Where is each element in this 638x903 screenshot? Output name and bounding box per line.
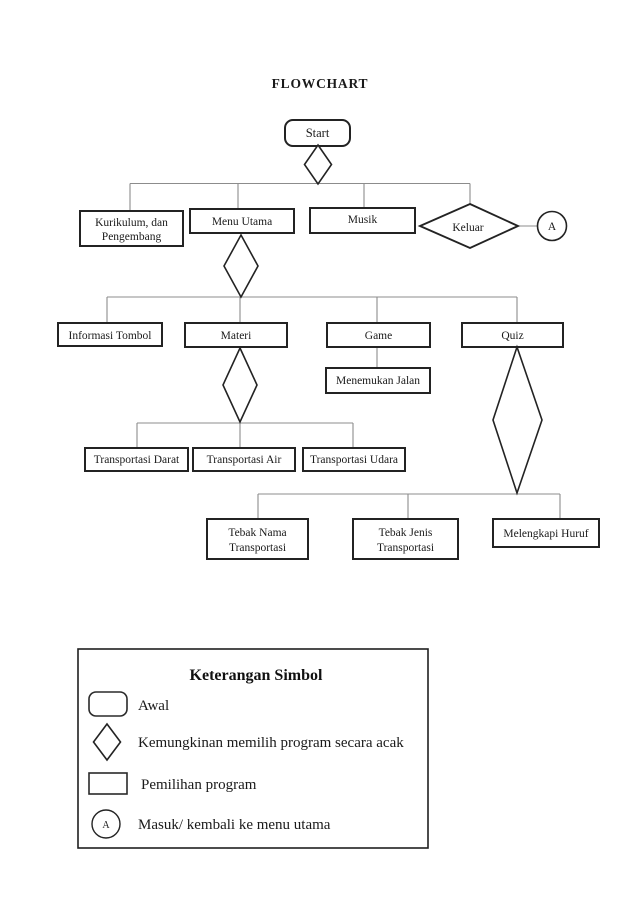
legend-item-diamond-label: Kemungkinan memilih program secara acak: [138, 735, 404, 751]
node-tebak-jenis-label-line1: Tebak Jenis: [379, 527, 433, 539]
node-game: Game: [326, 322, 431, 348]
node-menu-utama-label: Menu Utama: [212, 216, 272, 228]
node-menu-utama: Menu Utama: [189, 208, 295, 234]
node-melengkapi-huruf: Melengkapi Huruf: [492, 518, 600, 548]
node-tebak-nama: Tebak Nama Transportasi: [206, 518, 309, 560]
legend-title: Keterangan Simbol: [190, 667, 323, 684]
node-transportasi-air: Transportasi Air: [192, 447, 296, 472]
legend-item-rectangle-label: Pemilihan program: [141, 777, 257, 793]
node-menemukan-jalan: Menemukan Jalan: [325, 367, 431, 394]
node-informasi-tombol: Informasi Tombol: [57, 322, 163, 347]
node-menemukan-jalan-label: Menemukan Jalan: [336, 375, 420, 387]
node-musik: Musik: [309, 207, 416, 234]
node-game-label: Game: [365, 330, 392, 342]
legend-item-awal-label: Awal: [138, 698, 169, 714]
start-decision-diamond: [303, 143, 333, 186]
menu-utama-decision-diamond: [223, 233, 259, 299]
node-connector-a-label: A: [548, 221, 557, 233]
node-kurikulum: Kurikulum, dan Pengembang: [79, 210, 184, 247]
node-transportasi-darat-label: Transportasi Darat: [94, 454, 180, 466]
node-tebak-jenis: Tebak Jenis Transportasi: [352, 518, 459, 560]
node-transportasi-air-label: Transportasi Air: [207, 454, 282, 466]
node-connector-a: A: [536, 210, 568, 242]
legend-terminator-symbol: [88, 691, 128, 717]
quiz-decision-diamond: [492, 344, 543, 496]
node-keluar-label: Keluar: [452, 222, 483, 234]
node-transportasi-darat: Transportasi Darat: [84, 447, 189, 472]
node-melengkapi-huruf-label: Melengkapi Huruf: [503, 528, 588, 540]
legend-circle-symbol-text: A: [102, 820, 110, 831]
node-kurikulum-label-line1: Kurikulum, dan: [95, 217, 168, 229]
materi-decision-diamond: [222, 346, 258, 424]
legend-circle-symbol: [91, 809, 121, 839]
node-start-label: Start: [306, 126, 330, 140]
node-tebak-nama-label-line1: Tebak Nama: [228, 527, 286, 539]
node-start: Start: [284, 119, 351, 147]
node-tebak-nama-label-line2: Transportasi: [229, 542, 286, 554]
node-quiz: Quiz: [461, 322, 564, 348]
legend-rectangle-symbol: [88, 772, 128, 795]
node-informasi-tombol-label: Informasi Tombol: [69, 330, 152, 342]
legend-diamond-symbol: [92, 722, 122, 762]
node-transportasi-udara-label: Transportasi Udara: [310, 454, 398, 466]
node-transportasi-udara: Transportasi Udara: [302, 447, 406, 472]
node-musik-label: Musik: [348, 214, 378, 226]
node-tebak-jenis-label-line2: Transportasi: [377, 542, 434, 554]
legend-item-circle-label: Masuk/ kembali ke menu utama: [138, 817, 331, 833]
node-keluar: Keluar: [417, 202, 521, 250]
node-kurikulum-label-line2: Pengembang: [102, 231, 162, 243]
connector-lines: [106, 182, 561, 519]
node-materi-label: Materi: [221, 330, 252, 342]
page-title: FLOWCHART: [272, 76, 369, 91]
node-quiz-label: Quiz: [501, 330, 523, 342]
legend: Keterangan Simbol Awal Kemungkinan memil…: [77, 648, 429, 849]
node-materi: Materi: [184, 322, 288, 348]
